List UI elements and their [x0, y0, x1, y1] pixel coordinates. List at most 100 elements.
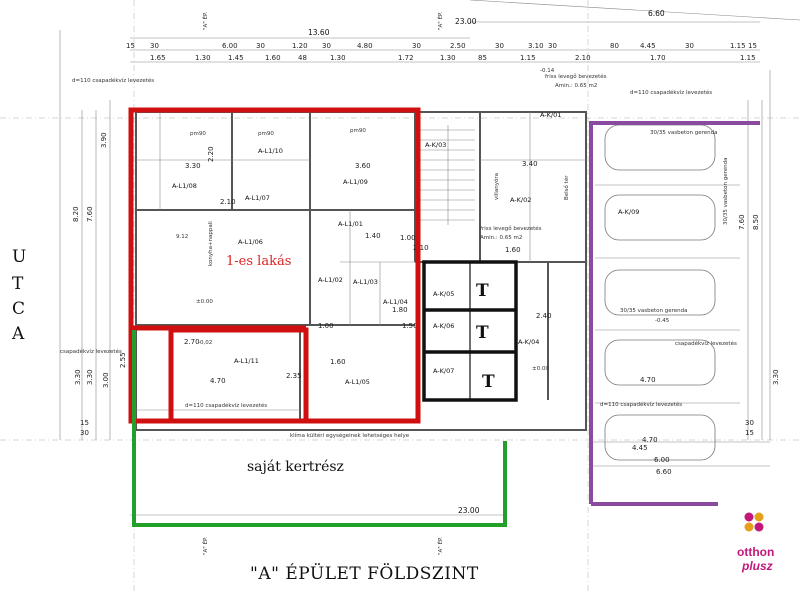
room-label: A-L1/04: [383, 298, 408, 306]
left-dim-3: 3.30: [86, 369, 94, 385]
right-dim-5: 15: [745, 429, 754, 437]
apartment-terrace-outline: [168, 327, 309, 424]
note-building-3: "A" ÉP.: [436, 536, 444, 555]
top-dim-misc-10: 30: [685, 42, 694, 50]
note-rainwater-3: csapadékvíz levezetés: [60, 348, 122, 355]
car-4: [604, 339, 716, 386]
left-dim-8: 15: [80, 419, 89, 427]
garden-label: saját kertrész: [247, 459, 344, 475]
interior-dim: 4.70: [640, 376, 656, 384]
room-label: A-L1/06: [238, 238, 263, 246]
top-dim-row3-11: 2.10: [575, 54, 591, 62]
top-dim-misc-8: 80: [610, 42, 619, 50]
room-label: A-L1/08: [172, 182, 197, 190]
top-dim-row2-3: 4.80: [357, 42, 373, 50]
bottom-dim-3: 6.00: [654, 456, 670, 464]
note-fresh-air-2: friss levegő bevezetés: [480, 225, 542, 232]
right-dim-1: 7.60: [738, 214, 746, 230]
interior-dim: 2.20: [207, 146, 215, 162]
logo-petal: [754, 522, 764, 532]
top-dim-misc-6: 30: [495, 42, 504, 50]
logo-petal: [754, 512, 764, 522]
interior-dim: 2.10: [413, 244, 429, 252]
note-min-area: Amin.: 0.65 m2: [555, 83, 597, 89]
bottom-dim-5: 4.70: [642, 436, 658, 444]
top-dim-row3-4: 1.60: [265, 54, 281, 62]
note-aircon: klíma kültéri egységeinek lehetséges hel…: [290, 432, 410, 439]
top-dim-row3-5: 48: [298, 54, 307, 62]
bottom-dimension-lines: 23.00 4.45 6.00 6.60 4.70: [130, 436, 770, 516]
street-letter: U: [12, 247, 26, 267]
room-label: A-K/09: [618, 208, 639, 216]
interior-dim: 1.00: [318, 322, 334, 330]
note-rainwater: d=110 csapadékvíz levezetés: [72, 77, 154, 84]
top-dim-2: 23.00: [455, 17, 477, 26]
top-dim-row3-1: 1.65: [150, 54, 166, 62]
bottom-dim-4: 6.60: [656, 468, 672, 476]
top-dimension-lines: 13.60 23.00 6.60 6.00 1.20 4.80 2.50 3.1…: [126, 9, 760, 63]
top-dim-1: 13.60: [308, 28, 330, 37]
room-label: A-L1/10: [258, 147, 283, 155]
storage-outline: [422, 260, 518, 402]
staircase: [420, 125, 475, 225]
interior-dim: 2.70: [184, 338, 200, 346]
interior-dim: 3.40: [522, 160, 538, 168]
car-5: [604, 414, 716, 461]
top-dim-misc-3: 30: [256, 42, 265, 50]
interior-dim: 2.35: [286, 372, 302, 380]
top-dim-row2-2: 1.20: [292, 42, 308, 50]
top-dim-3: 6.60: [648, 9, 665, 18]
left-dim-5: 2.55: [119, 352, 127, 368]
right-dim-2: 8.50: [752, 214, 760, 230]
top-dim-misc-2: 30: [150, 42, 159, 50]
room-label: A-K/05: [433, 290, 454, 298]
bottom-dim-1: 23.00: [458, 506, 480, 515]
apartment-label: 1-es lakás: [226, 254, 291, 269]
top-dim-row2-7: 1.15: [730, 42, 746, 50]
left-dim-1: 8.20: [72, 206, 80, 222]
note-level-5: -0.45: [655, 318, 670, 324]
page-title: "A" ÉPÜLET FÖLDSZINT: [250, 563, 479, 584]
note-rainwater-right: d=110 csapadékvíz levezetés: [630, 89, 712, 96]
interior-dim: 2.40: [536, 312, 552, 320]
interior-dim: 4.70: [210, 377, 226, 385]
left-dim-2: 7.60: [86, 206, 94, 222]
top-dim-row3-13: 1.15: [740, 54, 756, 62]
room-label: A-K/03: [425, 141, 446, 149]
top-dim-row3-3: 1.45: [228, 54, 244, 62]
note-building-1: "A" ÉP.: [201, 11, 209, 30]
room-label: A-K/04: [518, 338, 539, 346]
street-letter: A: [11, 324, 25, 344]
right-dim-4: 30: [745, 419, 754, 427]
interior-dim: 3.30: [185, 162, 201, 170]
note-beam-3: 30/35 vasbeton gerenda: [723, 158, 729, 225]
car-2: [604, 194, 716, 241]
note-beam-1: 30/35 vasbeton gerenda: [650, 130, 717, 136]
top-dim-row2-5: 3.10: [528, 42, 544, 50]
top-dim-row3-6: 1.30: [330, 54, 346, 62]
top-dim-misc-9: 30: [548, 42, 557, 50]
note-rainwater-4: d=110 csapadékvíz levezetés: [185, 402, 267, 409]
left-dim-7: 3.90: [100, 132, 108, 148]
room-labels: A-L1/10 A-L1/08 A-L1/07 A-L1/09 A-L1/06 …: [172, 111, 639, 386]
room-label: A-L1/07: [245, 194, 270, 202]
note-building-4: "A" ÉP.: [201, 536, 209, 555]
note-level-2: ±0.00: [532, 366, 549, 372]
right-dim-3: 3.30: [772, 369, 780, 385]
room-label: A-L1/02: [318, 276, 343, 284]
top-dim-row3-9: 85: [478, 54, 487, 62]
top-dim-row3-2: 1.30: [195, 54, 211, 62]
interior-dim: 1.40: [365, 232, 381, 240]
note-beam-2: 30/35 vasbeton gerenda: [620, 308, 687, 314]
top-dim-row3-7: 1.72: [398, 54, 414, 62]
room-label: A-K/02: [510, 196, 531, 204]
parking-cars: [595, 124, 740, 461]
interior-dim: 2.10: [220, 198, 236, 206]
storage-mark: T: [476, 323, 489, 343]
room-label: A-L1/05: [345, 378, 370, 386]
room-label: A-K/07: [433, 367, 454, 375]
brand-logo: otthon plusz: [737, 512, 774, 573]
right-dimension-lines: 7.60 8.50 3.30 30 15: [738, 100, 780, 440]
street-label: U T C A: [11, 247, 26, 344]
